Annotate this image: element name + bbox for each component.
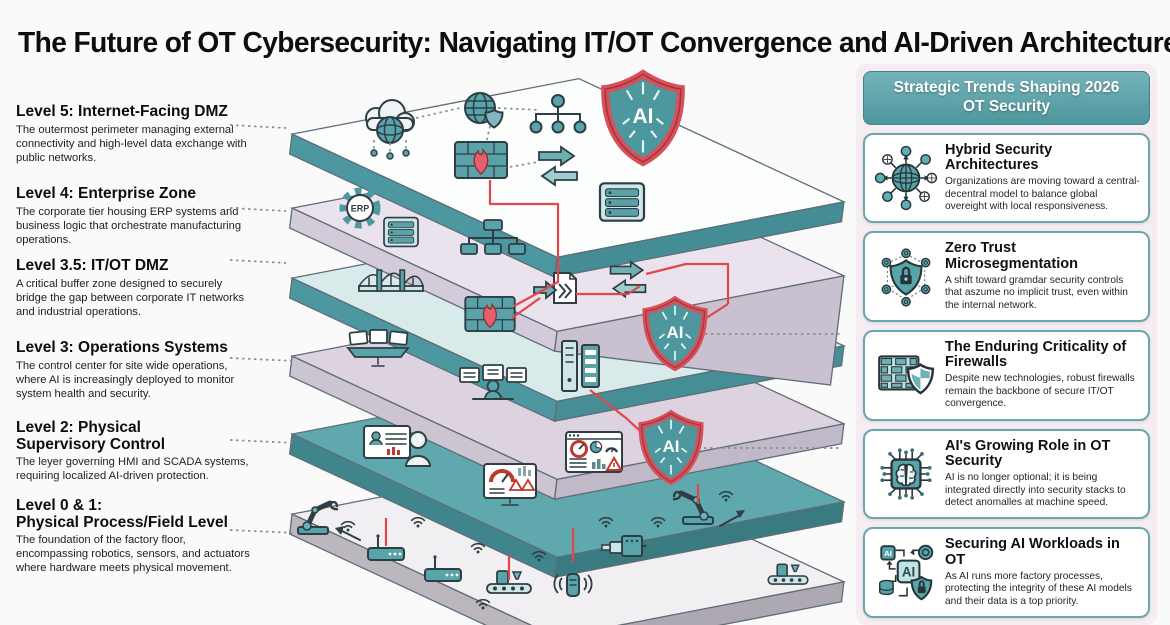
card-description: AI is no longer optional; it is being in… bbox=[945, 472, 1126, 508]
level-description: The control center for site wide operati… bbox=[16, 359, 235, 400]
ai-shield-label: AI bbox=[663, 437, 680, 456]
trend-card-ai-workloads: AI AI Securing AI Workloads in OT As AI … bbox=[863, 527, 1150, 619]
gauge-monitor-icon bbox=[483, 463, 537, 506]
alert-dashboard-icon bbox=[565, 431, 623, 473]
ai-chip-shield-icon: AI AI bbox=[878, 544, 934, 601]
card-title: Securing AI Workloads in OT bbox=[945, 536, 1120, 568]
shield-lock-network-icon bbox=[881, 248, 931, 307]
level-label-3: Level 3: Operations Systems The control … bbox=[16, 339, 254, 401]
level-description: The outermost perimeter managing externa… bbox=[16, 123, 247, 164]
cloud-globe-icon bbox=[365, 99, 415, 160]
level-heading-line: Level 2: Physical bbox=[16, 419, 141, 436]
strategic-trends-sidebar: Strategic Trends Shaping 2026 OT Securit… bbox=[856, 64, 1157, 625]
platform-level-5 bbox=[288, 77, 847, 279]
server-tower-icon bbox=[561, 340, 600, 392]
level-heading-line: Level 3.5: IT/OT DMZ bbox=[16, 257, 169, 274]
card-text: Zero Trust Microsegmentation A shift tow… bbox=[945, 241, 1140, 312]
level-label-5: Level 5: Internet-Facing DMZ The outermo… bbox=[16, 103, 254, 165]
page-title: The Future of OT Cybersecurity: Navigati… bbox=[18, 27, 1170, 60]
trend-card-firewalls: The Enduring Criticality of Firewalls De… bbox=[863, 330, 1150, 421]
hmi-panel-icon bbox=[363, 425, 432, 467]
sensor-icon bbox=[553, 573, 593, 597]
level-label-0-1: Level 0 & 1:Physical Process/Field Level… bbox=[16, 497, 254, 576]
level-heading-line: Level 4: Enterprise Zone bbox=[16, 185, 197, 202]
card-description: As AI runs more factory processes, prote… bbox=[945, 570, 1132, 607]
card-description: A shift toward gramdar security controls… bbox=[945, 274, 1128, 311]
card-description: Organizations are moving toward a centra… bbox=[945, 176, 1140, 213]
card-text: AI's Growing Role in OT Security AI is n… bbox=[945, 437, 1140, 510]
ai-shield-label: AI bbox=[633, 105, 654, 128]
trend-card-zero-trust: Zero Trust Microsegmentation A shift tow… bbox=[863, 231, 1150, 323]
ai-shield-icon: AI bbox=[642, 413, 701, 481]
level-heading-line: Level 5: Internet-Facing DMZ bbox=[16, 103, 228, 120]
ai-chip-label: AI bbox=[902, 564, 915, 579]
network-nodes-icon bbox=[529, 94, 587, 134]
card-text: Securing AI Workloads in OT As AI runs m… bbox=[945, 537, 1140, 608]
level-heading: Level 3.5: IT/OT DMZ bbox=[16, 257, 254, 275]
trend-card-hybrid-security: Hybrid Security Architectures Organizati… bbox=[863, 132, 1150, 224]
erp-label: ERP bbox=[351, 204, 370, 214]
pump-icon bbox=[601, 535, 646, 557]
card-title: AI's Growing Role in OT Security bbox=[945, 437, 1111, 469]
bridge-icon bbox=[358, 269, 424, 292]
card-title: The Enduring Criticality of Firewalls bbox=[945, 339, 1127, 371]
firewall-flame-icon bbox=[454, 141, 508, 179]
server-rack-icon bbox=[598, 182, 646, 222]
isometric-stack: ERP bbox=[229, 56, 847, 625]
level-description: The leyer governing HMI and SCADA system… bbox=[16, 456, 249, 483]
label-leader-lines bbox=[229, 124, 840, 534]
level-heading: Level 0 & 1:Physical Process/Field Level bbox=[16, 497, 254, 531]
level-heading: Level 4: Enterprise Zone bbox=[16, 185, 254, 203]
ai-shield-label: AI bbox=[667, 323, 684, 342]
trend-card-ai-role: AI's Growing Role in OT Security AI is n… bbox=[863, 428, 1150, 520]
level-heading-line: Physical Process/Field Level bbox=[16, 513, 228, 531]
erp-gear-icon: ERP bbox=[339, 187, 381, 229]
level-description: The corporate tier housing ERP systems a… bbox=[16, 205, 242, 246]
control-room-icon bbox=[346, 329, 410, 367]
server-rack-icon bbox=[383, 216, 419, 248]
level-label-4: Level 4: Enterprise Zone The corporate t… bbox=[16, 185, 254, 247]
ai-shield-icon: AI bbox=[605, 74, 681, 162]
ai-chip-small-label: AI bbox=[884, 549, 892, 558]
ai-chip-brain-icon bbox=[880, 448, 932, 500]
card-text: The Enduring Criticality of Firewalls De… bbox=[945, 339, 1140, 411]
level5-dotted-links bbox=[415, 107, 541, 169]
level-heading: Level 3: Operations Systems bbox=[16, 339, 254, 357]
purdue-model-diagram: ERP bbox=[228, 56, 873, 625]
firewall-flame-icon bbox=[464, 295, 516, 333]
sidebar-header: Strategic Trends Shaping 2026 OT Securit… bbox=[863, 71, 1150, 125]
globe-network-icon bbox=[874, 145, 938, 211]
level-heading-line: Level 0 & 1: bbox=[16, 497, 103, 514]
level-heading-line: Supervisory Control bbox=[16, 435, 165, 453]
level-heading-line: Level 3: Operations Systems bbox=[16, 339, 228, 356]
card-title: Hybrid Security Architectures bbox=[945, 141, 1053, 173]
level-label-3-5: Level 3.5: IT/OT DMZ A critical buffer z… bbox=[16, 257, 254, 319]
firewall-shield-icon bbox=[878, 355, 935, 395]
flow-arrow bbox=[335, 510, 745, 541]
ai-shield-icon: AI bbox=[646, 299, 705, 367]
flowchart-icon bbox=[460, 219, 526, 255]
level-description: The foundation of the factory floor, enc… bbox=[16, 534, 250, 575]
level-heading: Level 5: Internet-Facing DMZ bbox=[16, 103, 254, 121]
card-description: Despite new technologies, robust firewal… bbox=[945, 373, 1135, 410]
operator-workstation-icon bbox=[459, 364, 527, 400]
card-title: Zero Trust Microsegmentation bbox=[945, 240, 1078, 272]
card-text: Hybrid Security Architectures Organizati… bbox=[945, 141, 1140, 214]
level-description: A critical buffer zone designed to secur… bbox=[16, 277, 245, 318]
globe-shield-icon bbox=[464, 92, 504, 129]
